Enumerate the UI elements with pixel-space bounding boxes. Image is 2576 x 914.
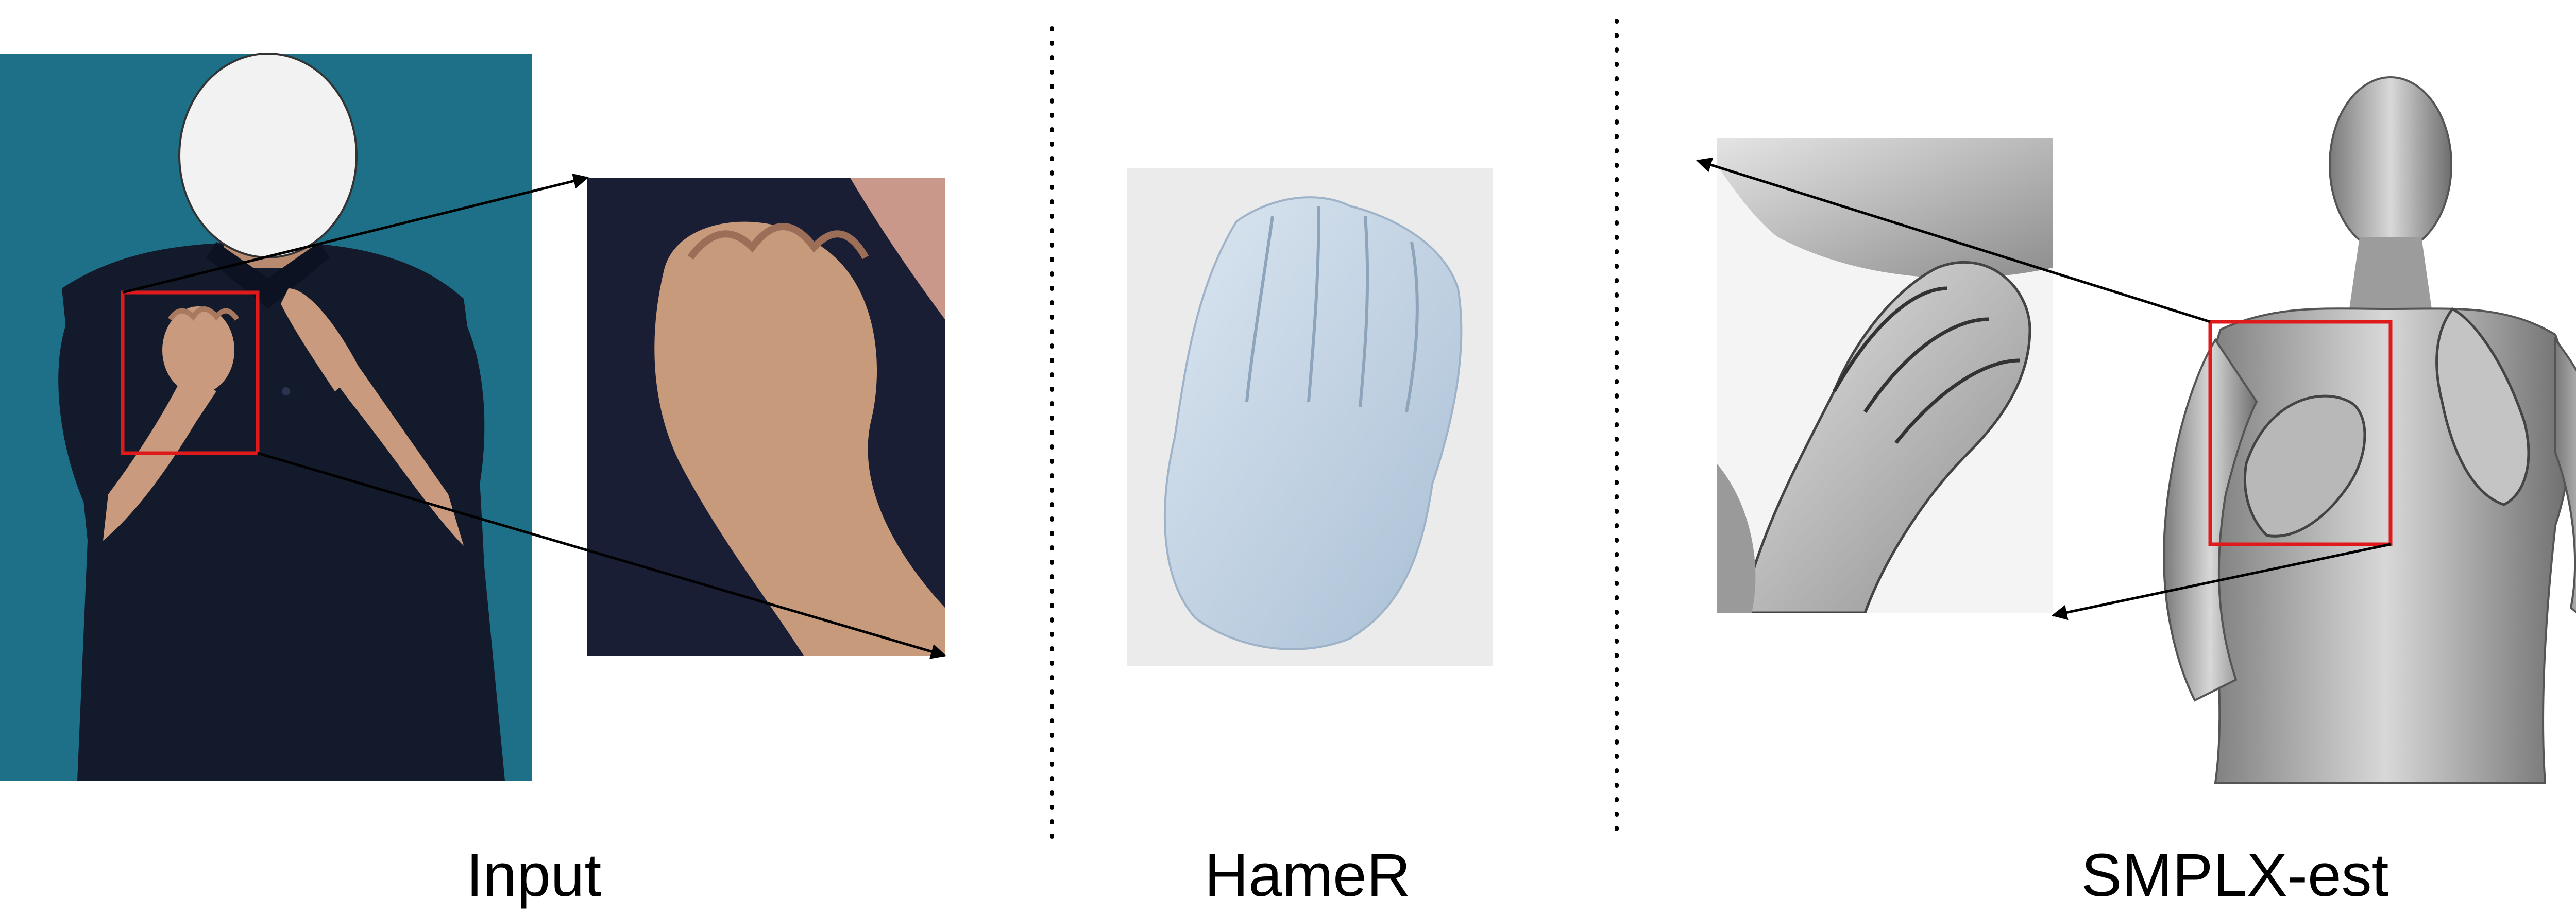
arrow-smplx-top [1696, 157, 2211, 323]
caption-hamer: HameR [1205, 841, 1411, 909]
smplx-body-panel [2162, 76, 2576, 784]
arrow-input-bottom [257, 452, 946, 659]
highlight-box-smplx [2208, 320, 2393, 546]
hamer-panel [1127, 168, 1493, 666]
signer-forearm-right [319, 340, 464, 546]
zoom-fist [654, 221, 945, 656]
face-mask-circle [178, 53, 358, 258]
smplx-zoom-hand [1740, 261, 2031, 613]
input-panel [0, 53, 532, 781]
smplx-hand-flat [2435, 307, 2530, 506]
signer-forearm-left [103, 371, 216, 541]
caption-input: Input [466, 841, 601, 909]
hamer-hand-mesh [1163, 196, 1463, 650]
hamer-finger-lines [1245, 205, 1419, 412]
arrow-smplx-bottom [2052, 543, 2391, 620]
signer-collar [206, 242, 330, 309]
smplx-head [2329, 76, 2452, 253]
smplx-zoom-panel [1717, 138, 2053, 613]
highlight-box-input [121, 290, 260, 455]
signer-fist [162, 306, 234, 394]
input-zoom-panel [587, 178, 945, 656]
arrow-input-top [122, 173, 589, 294]
signer-flat-hand [281, 288, 361, 391]
signer-fist-fingers [167, 306, 240, 321]
shirt-button [282, 387, 290, 395]
smplx-hand-fist [2243, 394, 2366, 538]
smplx-arm-right [2554, 337, 2576, 614]
caption-smplx: SMPLX-est [2081, 841, 2389, 909]
